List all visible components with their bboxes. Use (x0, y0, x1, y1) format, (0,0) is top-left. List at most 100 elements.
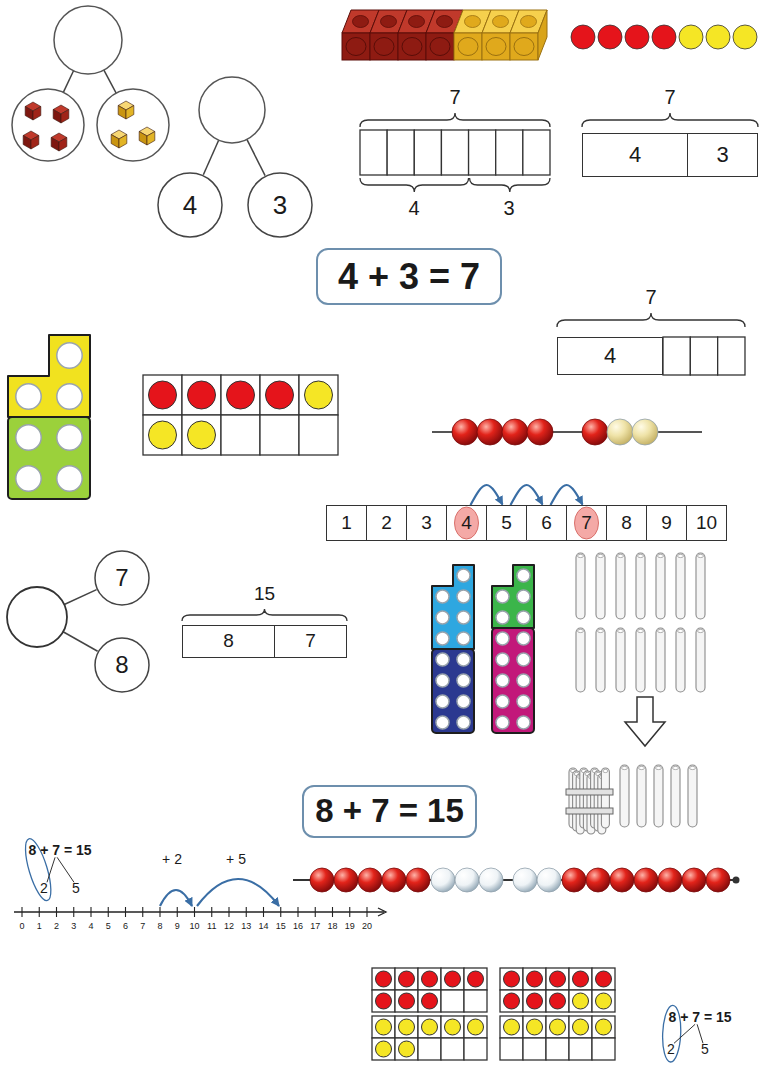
part-whole-line (203, 140, 218, 175)
numicon-hole (16, 466, 41, 491)
bundle-band (566, 789, 613, 795)
tick (108, 907, 109, 917)
ten-frame-cell (441, 968, 464, 990)
counter-dot (376, 1019, 392, 1035)
bead (382, 868, 406, 892)
cube-face (33, 107, 41, 121)
straw-end (698, 629, 704, 632)
whole-circle (54, 6, 122, 74)
tick (315, 907, 316, 917)
circle-outline (95, 638, 149, 692)
numicon-hole (457, 695, 470, 708)
numicon-piece (432, 649, 474, 733)
part-circle: 8 (94, 637, 150, 693)
straw-end (658, 554, 664, 557)
counter-dot (376, 993, 392, 1009)
counter-dot (550, 993, 566, 1009)
numicon-hole (517, 674, 530, 687)
numicon-hole (517, 653, 530, 666)
bar-cell (441, 130, 468, 175)
counter-dot (422, 993, 438, 1009)
numicon-hole (436, 632, 449, 645)
tick-label: 12 (224, 922, 234, 932)
partition-number: 2 (667, 1042, 675, 1057)
tick (21, 907, 22, 917)
bead (562, 868, 586, 892)
numicon-hole (57, 425, 82, 450)
tick-label: 9 (175, 922, 180, 932)
cube-face (59, 138, 67, 152)
tick (177, 907, 178, 917)
bar-total: 15 (254, 584, 275, 605)
part-number: 7 (115, 565, 128, 591)
ten-frame-cell (441, 1016, 464, 1038)
counter-dot (504, 971, 520, 987)
cell-number: 4 (461, 513, 472, 534)
counter-dot (399, 971, 415, 987)
numicon-hole (457, 674, 470, 687)
track-cell: 2 (366, 505, 407, 541)
cell-number: 4 (604, 344, 616, 368)
bar-bracket (557, 313, 745, 327)
cube-stud (493, 16, 509, 28)
bar-cell (387, 130, 414, 175)
ten-frame-cell (418, 968, 441, 990)
ten-frame-cell (500, 990, 523, 1012)
ten-frame-cell (569, 1016, 592, 1038)
cube-dimple (346, 38, 366, 56)
counter-dot (573, 1019, 589, 1035)
counter-dot (679, 25, 703, 49)
jump-arrow (471, 485, 503, 505)
counter-dot (445, 1019, 461, 1035)
equation-note: 8 + 7 = 15 (668, 1010, 731, 1025)
tick (142, 907, 143, 917)
straw-end (698, 554, 704, 557)
bar-cell (663, 337, 690, 375)
cell-number: 9 (661, 513, 672, 534)
partition-number: 5 (72, 881, 80, 896)
tick-label: 16 (293, 922, 303, 932)
numicon-hole (57, 343, 82, 368)
straw (688, 765, 697, 827)
numicon-piece (432, 565, 474, 649)
numicon-hole (496, 611, 509, 624)
straw-end (622, 766, 628, 769)
numicon-piece (8, 417, 90, 499)
bead (502, 419, 528, 445)
numicon-hole (436, 611, 449, 624)
bead (658, 868, 682, 892)
track-cell: 1 (326, 505, 367, 541)
counter-dot (733, 25, 757, 49)
counter-dot (266, 381, 294, 409)
bead (632, 419, 658, 445)
cell-number: 8 (621, 513, 632, 534)
tick-label: 15 (276, 922, 286, 932)
tick (56, 907, 57, 917)
tick (228, 907, 229, 917)
counter-dot (596, 993, 612, 1009)
straw-end (598, 629, 604, 632)
bar-cell: 4 (557, 337, 663, 375)
bar-cell: 8 (182, 625, 275, 658)
bar-cell: 3 (687, 133, 758, 177)
part-circle: 7 (94, 550, 150, 606)
ten-frame-cell (182, 415, 221, 455)
tick (211, 907, 212, 917)
ten-frame-cell (592, 968, 615, 990)
straw (676, 553, 685, 619)
numicon-hole (436, 716, 449, 729)
cube-stud (409, 16, 425, 28)
cube-dimple (402, 38, 422, 56)
tick-label: 1 (37, 922, 42, 932)
numicon-hole (457, 716, 470, 729)
bead (527, 419, 553, 445)
cell-number: 4 (629, 143, 641, 167)
counter-dot (571, 25, 595, 49)
counter-dot (596, 971, 612, 987)
tick (246, 907, 247, 917)
counter-dot (227, 381, 255, 409)
cube-dimple (514, 38, 534, 56)
numicon-hole (457, 632, 470, 645)
